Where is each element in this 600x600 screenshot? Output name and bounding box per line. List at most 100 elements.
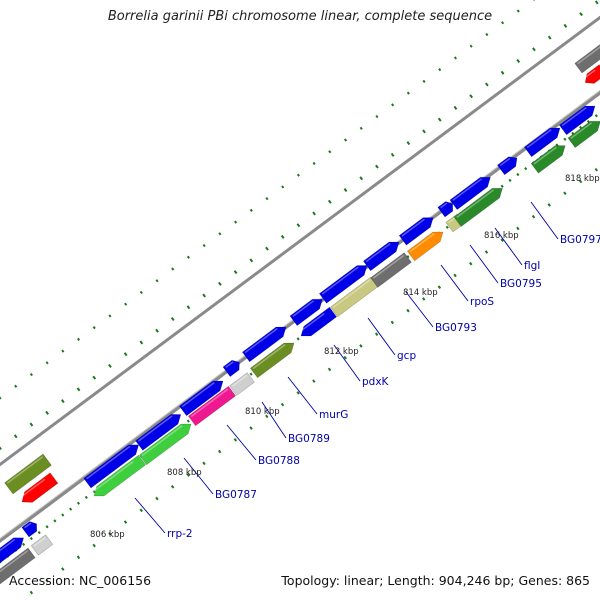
gene-block: [229, 372, 255, 396]
leader-line: [287, 376, 318, 415]
gene-highlight: [499, 157, 511, 167]
tick-dot-bottom: [563, 191, 567, 196]
tick-dot-lower: [69, 507, 73, 511]
tick-dot-lower: [594, 114, 598, 118]
gene-label-bg0788: BG0788: [258, 455, 300, 467]
gene-highlight: [137, 415, 173, 442]
gene-label-gcp: gcp: [397, 350, 416, 362]
gene-arrow: [318, 265, 368, 304]
tick-dot-upper: [500, 70, 505, 75]
tick-dot-upper: [92, 375, 97, 380]
gene-features: [0, 42, 600, 585]
tick-dot-upper: [218, 281, 222, 286]
tick-dot-bottom: [76, 555, 81, 560]
tick-dot-outer: [469, 44, 473, 48]
tick-dot-outer: [391, 103, 395, 107]
gene-highlight: [0, 538, 16, 555]
kbp-label-810: 810 kbp: [245, 407, 280, 417]
gene-highlight: [6, 456, 44, 484]
tick-dot-bottom: [61, 567, 65, 571]
gene-highlight: [456, 189, 495, 218]
tick-dot-outer: [14, 384, 18, 388]
gene-block: [370, 252, 412, 288]
gene-arrow: [222, 359, 240, 378]
gene-highlight: [86, 445, 131, 480]
tick-dot-outer: [296, 173, 300, 177]
leader-line: [261, 401, 287, 439]
tick-dot-bottom: [202, 461, 206, 466]
strand-line-upper: [0, 15, 600, 467]
tick-dot-outer: [124, 302, 128, 306]
gene-highlight: [292, 300, 315, 317]
gene-arrow: [93, 454, 147, 497]
tick-dot-outer: [218, 232, 222, 236]
tick-dot-upper: [202, 293, 207, 298]
gene-label-pdxk: pdxK: [362, 376, 390, 388]
leader-line: [469, 244, 499, 284]
tick-dot-upper: [108, 363, 112, 368]
tick-dot-upper: [155, 328, 159, 333]
tick-dot-upper: [453, 105, 458, 110]
tick-dot-outer: [312, 161, 316, 166]
gene-arrow: [496, 156, 518, 176]
gene-highlight: [33, 537, 46, 547]
tick-dot-outer: [0, 396, 2, 400]
gene-highlight: [583, 69, 596, 79]
leader-line: [367, 317, 396, 356]
tick-dot-outer: [265, 197, 269, 201]
tick-dot-outer: [234, 220, 238, 224]
tick-dot-outer: [281, 185, 285, 189]
gene-highlight: [0, 550, 29, 576]
tick-dot-outer: [501, 21, 505, 25]
leader-line: [530, 201, 559, 240]
tick-dot-bottom: [45, 578, 49, 583]
tick-dot-lower: [445, 225, 449, 229]
tick-dot-bottom: [500, 238, 504, 243]
tick-dot-lower: [563, 137, 567, 141]
tick-dot-bottom: [139, 508, 143, 513]
tick-dot-upper: [594, 0, 599, 5]
tick-dot-lower: [516, 172, 520, 177]
gene-label-bg0793: BG0793: [435, 322, 477, 334]
tick-dot-outer: [485, 32, 489, 37]
gene-label-bg0789: BG0789: [288, 433, 330, 445]
gene-arrow: [21, 472, 59, 503]
tick-dot-lower: [0, 560, 2, 564]
tick-dot-upper: [532, 47, 536, 52]
tick-dot-upper: [547, 35, 552, 40]
gene-block: [574, 42, 600, 74]
gene-arrow: [453, 187, 503, 227]
gene-label-bg0795: BG0795: [500, 278, 542, 290]
gene-arrow: [567, 120, 600, 148]
tick-dot-upper: [0, 446, 2, 451]
gene-arrow: [249, 342, 295, 379]
tick-dot-outer: [202, 243, 206, 248]
tick-dot-lower: [92, 489, 96, 494]
tick-dot-upper: [170, 317, 175, 322]
tick-dot-bottom: [406, 308, 410, 313]
kbp-label-814: 814 kbp: [403, 288, 438, 298]
gene-highlight: [252, 344, 286, 370]
tick-dot-bottom: [327, 367, 332, 372]
tick-dot-bottom: [421, 297, 426, 301]
tick-dot-upper: [375, 164, 379, 169]
tick-dot-outer: [422, 79, 426, 83]
gene-label-flgi: flgI: [524, 260, 540, 272]
gene-arrow: [83, 444, 140, 489]
gene-arrow: [398, 217, 434, 246]
gene-label-bg0797: BG0797: [560, 234, 600, 246]
tick-dot-lower: [500, 184, 504, 188]
gene-arrow: [178, 380, 224, 417]
tick-dot-outer: [76, 337, 81, 341]
gene-label-murg: murG: [319, 409, 348, 421]
tick-dot-bottom: [108, 531, 112, 536]
tick-dot-upper: [406, 141, 411, 146]
tick-dot-lower: [249, 372, 253, 376]
gene-highlight: [321, 266, 359, 295]
gene-arrow: [406, 231, 444, 262]
tick-dot-upper: [327, 199, 332, 204]
tick-dot-lower: [76, 501, 81, 505]
tick-dot-outer: [29, 372, 33, 377]
